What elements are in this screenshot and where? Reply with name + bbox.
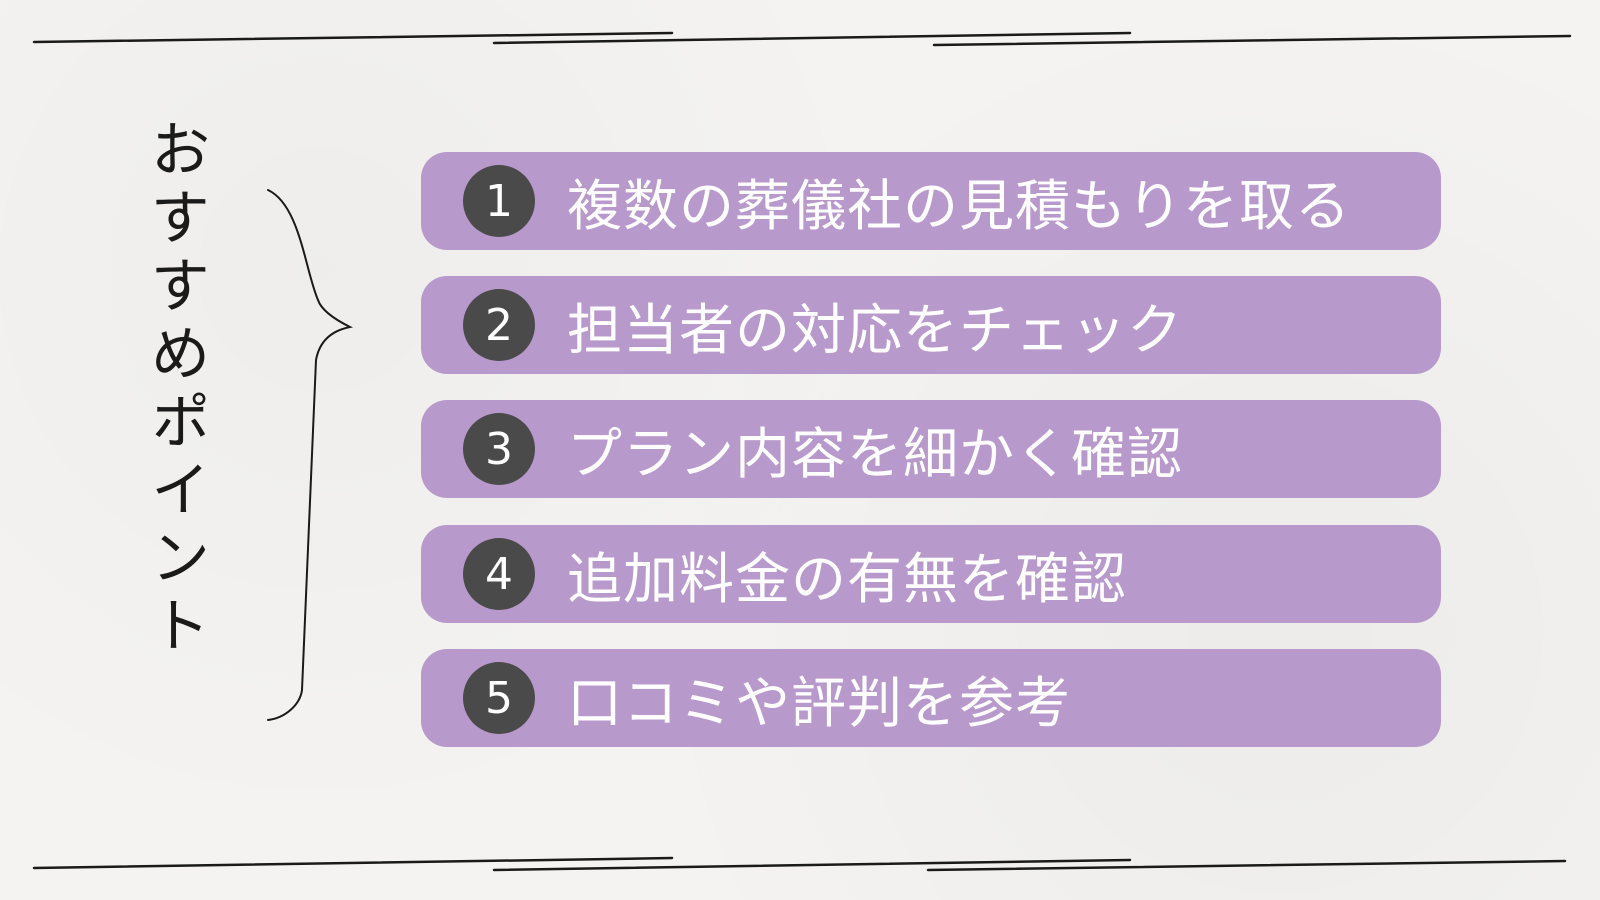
point-item-1: 1 複数の葬儀社の見積もりを取る: [421, 152, 1441, 250]
number-badge: 2: [463, 289, 535, 361]
brace-icon: [267, 189, 354, 721]
point-label: プラン内容を細かく確認: [567, 422, 1184, 486]
point-item-3: 3 プラン内容を細かく確認: [421, 400, 1441, 498]
top-line-3: [932, 34, 1572, 47]
number-badge: 4: [463, 538, 535, 610]
point-label: 追加料金の有無を確認: [567, 547, 1128, 611]
number-badge: 3: [463, 413, 535, 485]
bottom-line-1: [32, 856, 674, 870]
top-line-1: [32, 31, 674, 44]
top-line-2: [492, 31, 1132, 45]
bottom-line-3: [926, 859, 1567, 872]
title-vertical: おすすめポイント: [140, 118, 210, 662]
number-badge: 1: [463, 165, 535, 237]
point-item-2: 2 担当者の対応をチェック: [421, 276, 1441, 374]
point-label: 担当者の対応をチェック: [567, 298, 1184, 362]
bottom-line-2: [492, 858, 1132, 872]
point-item-4: 4 追加料金の有無を確認: [421, 525, 1441, 623]
point-item-5: 5 口コミや評判を参考: [421, 649, 1441, 747]
point-label: 複数の葬儀社の見積もりを取る: [567, 174, 1352, 238]
point-label: 口コミや評判を参考: [567, 671, 1072, 735]
number-badge: 5: [463, 662, 535, 734]
